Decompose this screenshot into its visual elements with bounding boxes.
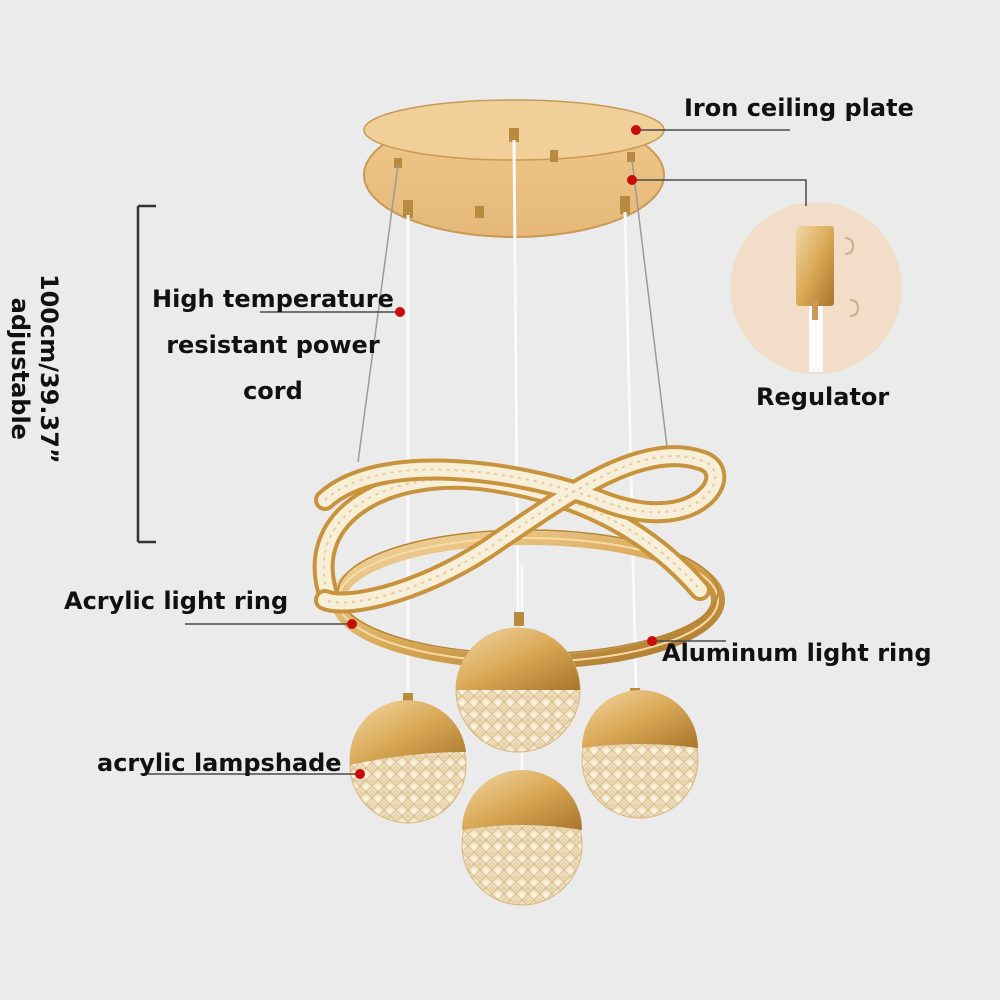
length-note: adjustable — [6, 297, 34, 440]
length-bracket — [136, 204, 156, 544]
callout-markers — [347, 125, 657, 779]
acrylic-light-ring — [312, 445, 727, 614]
label-regulator: Regulator — [756, 383, 890, 411]
regulator-detail — [730, 202, 902, 374]
adjustable-length-label: 100cm/39.37” adjustable — [5, 219, 63, 519]
globe-right — [581, 688, 699, 819]
globe-left — [349, 693, 467, 824]
globe-bottom-center — [461, 770, 583, 906]
suspension-cords — [357, 159, 669, 463]
leader-lines — [140, 129, 807, 775]
label-iron-ceiling-plate: Iron ceiling plate — [684, 94, 914, 122]
label-acrylic-light-ring: Acrylic light ring — [64, 587, 289, 615]
label-aluminum-light-ring: Aluminum light ring — [662, 639, 932, 667]
length-value: 100cm/39.37” — [34, 273, 63, 464]
globe-top-center — [455, 612, 581, 753]
label-acrylic-lampshade: acrylic lampshade — [97, 749, 342, 777]
